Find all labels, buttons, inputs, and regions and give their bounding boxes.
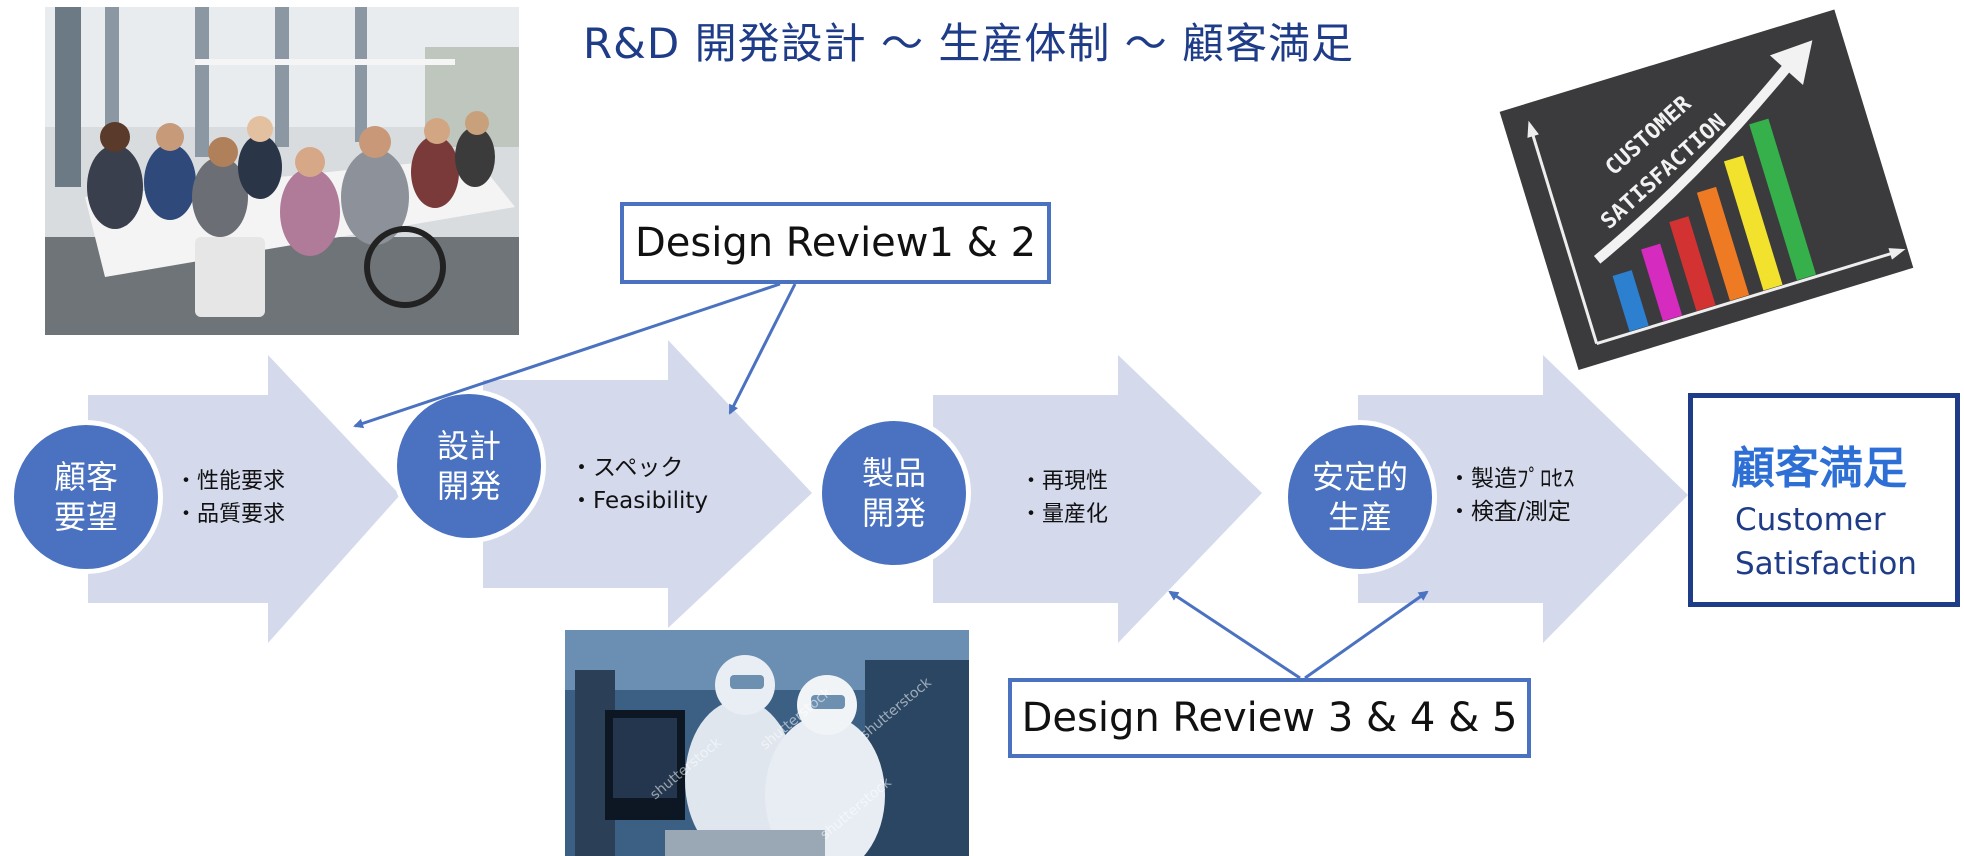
chalk-bar	[1723, 155, 1783, 291]
customer-satisfaction-line1: Customer	[1735, 502, 1886, 538]
arrow-stage-3	[933, 355, 1262, 643]
stage-circle-line1: 設計	[436, 427, 501, 465]
meeting-illustration	[45, 7, 519, 335]
stage-circle-stable-production: 安定的 生産	[1283, 420, 1437, 574]
stage-bullets: ・再現性 ・量産化	[1020, 465, 1108, 531]
bullet-item: ・再現性	[1020, 469, 1109, 494]
connector-dr12-to-stage1	[353, 282, 781, 429]
bullet-item: ・品質要求	[175, 502, 286, 527]
page-title: R&D 開発設計 ～ 生産体制 ～ 顧客満足	[583, 19, 1355, 68]
chalk-y-axis	[1529, 128, 1599, 345]
stage-bullets: ・スペック ・Feasibility	[570, 452, 708, 518]
stage-circle-design-development: 設計 開発	[392, 389, 546, 543]
design-review-3-4-5-label: Design Review 3 & 4 & 5	[1021, 695, 1518, 741]
customer-satisfaction-box: 顧客満足 Customer Satisfaction	[1688, 393, 1960, 607]
chalk-x-axis	[1596, 250, 1899, 346]
bullet-item: ・Feasibility	[570, 488, 708, 514]
stage-circle-line1: 製品	[861, 454, 926, 492]
stage-circle-product-development: 製品 開発	[817, 416, 971, 570]
connector-dr345-to-stage4	[1304, 590, 1429, 680]
bullet-item: ・量産化	[1020, 502, 1109, 527]
stage-circle-line2: 要望	[53, 498, 118, 536]
chalk-bar	[1612, 270, 1649, 332]
customer-satisfaction-title: 顧客満足	[1731, 443, 1907, 494]
connector-dr12-to-stage2	[728, 283, 797, 415]
stage-circle-line1: 安定的	[1311, 458, 1408, 496]
chalkboard-group: CUSTOMER SATISFACTION	[1499, 9, 1914, 371]
bullet-item: ・スペック	[570, 455, 684, 481]
arrow-stage-1	[88, 355, 400, 643]
bullet-item: ・性能要求	[175, 469, 286, 494]
bullet-item: ・検査/測定	[1448, 499, 1571, 525]
stage-circle-line1: 顧客	[53, 458, 118, 496]
design-review-1-2-box: Design Review1 & 2	[620, 202, 1051, 284]
cleanroom-photo: shutterstock shutterstock shutterstock s…	[565, 630, 969, 856]
stage-circle-customer-request: 顧客 要望	[9, 420, 163, 574]
chalk-bar	[1641, 243, 1683, 322]
customer-satisfaction-line2: Satisfaction	[1735, 546, 1917, 582]
stage-circle-line2: 開発	[436, 467, 501, 505]
bullet-item: ・製造ﾌﾟﾛｾｽ	[1448, 466, 1575, 492]
stage-bullets: ・性能要求 ・品質要求	[175, 465, 285, 531]
meeting-photo	[45, 7, 519, 335]
design-review-1-2-label: Design Review1 & 2	[634, 220, 1037, 266]
design-review-3-4-5-box: Design Review 3 & 4 & 5	[1008, 678, 1531, 758]
chalk-trend-arrow	[1593, 62, 1793, 264]
chalk-bar	[1749, 118, 1817, 281]
chalk-bar	[1696, 186, 1750, 301]
stage-bullets: ・製造ﾌﾟﾛｾｽ ・検査/測定	[1448, 463, 1575, 529]
cleanroom-illustration: shutterstock shutterstock shutterstock s…	[565, 630, 969, 856]
stage-circle-line2: 開発	[861, 494, 926, 532]
stage-circle-line2: 生産	[1327, 498, 1392, 536]
connector-dr345-to-stage3	[1168, 590, 1301, 680]
chalk-bar	[1669, 216, 1716, 312]
arrow-stage-4	[1358, 355, 1688, 643]
